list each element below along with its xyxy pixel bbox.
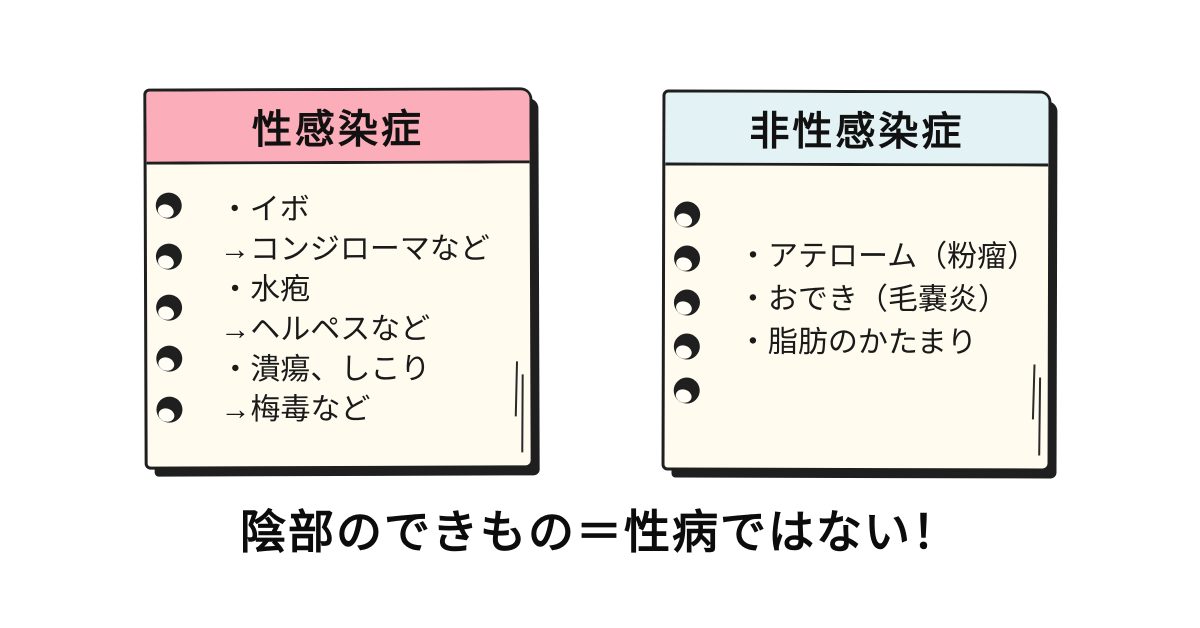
notebook-hole-icon — [674, 245, 701, 272]
card-non-sti-title: 非性感染症 — [749, 109, 965, 155]
notebook-hole-icon — [156, 294, 183, 321]
hole-column — [155, 192, 183, 423]
caption-text: 陰部のできもの＝性病ではない！ — [240, 506, 960, 558]
list-line: ・潰瘍、しこり — [220, 352, 431, 387]
notebook-hole-icon — [674, 201, 701, 228]
hole-column — [673, 201, 701, 404]
list-line: ・おでき（毛嚢炎） — [737, 282, 1008, 317]
list-line: →ヘルペスなど — [220, 312, 431, 347]
card-sti-title: 性感染症 — [251, 107, 425, 153]
card-non-sti-body: ・アテローム（粉瘤） ・おでき（毛嚢炎） ・脂肪のかたまり — [665, 165, 1049, 465]
card-sti-body: ・イボ →コンジローマなど・水疱 →ヘルペスなど・潰瘍、しこり →梅毒など — [147, 163, 531, 463]
card-non-sti: 非性感染症 ・アテローム（粉瘤） ・おでき（毛嚢炎） ・脂肪のかたまり — [661, 89, 1052, 472]
card-non-sti-header: 非性感染症 — [665, 92, 1049, 167]
notebook-hole-icon — [673, 289, 700, 316]
list-line — [738, 192, 1036, 236]
list-line: →梅毒など — [220, 392, 371, 427]
page-mark-line — [521, 374, 524, 453]
list-line: ・水疱 — [219, 273, 311, 307]
list-line: ・アテローム（粉瘤） — [738, 239, 1038, 274]
notebook-hole-icon — [156, 396, 183, 423]
notebook-hole-icon — [673, 333, 700, 360]
card-sti: 性感染症 ・イボ →コンジローマなど・水疱 →ヘルペスなど・潰瘍、しこり →梅毒など — [143, 87, 534, 470]
notebook-hole-icon — [156, 345, 183, 372]
item-list: ・アテローム（粉瘤） ・おでき（毛嚢炎） ・脂肪のかたまり — [738, 192, 1037, 408]
list-line: ・イボ — [219, 193, 310, 227]
list-line — [738, 364, 1036, 408]
list-line: →コンジローマなど — [219, 232, 490, 267]
notebook-hole-icon — [155, 243, 182, 270]
notebook-hole-icon — [155, 192, 182, 219]
card-sti-header: 性感染症 — [146, 90, 530, 165]
page-mark-line — [1038, 377, 1042, 456]
list-line: ・脂肪のかたまり — [737, 325, 977, 360]
notebook-hole-icon — [673, 377, 700, 404]
item-list: ・イボ →コンジローマなど・水疱 →ヘルペスなど・潰瘍、しこり →梅毒など — [220, 189, 519, 430]
